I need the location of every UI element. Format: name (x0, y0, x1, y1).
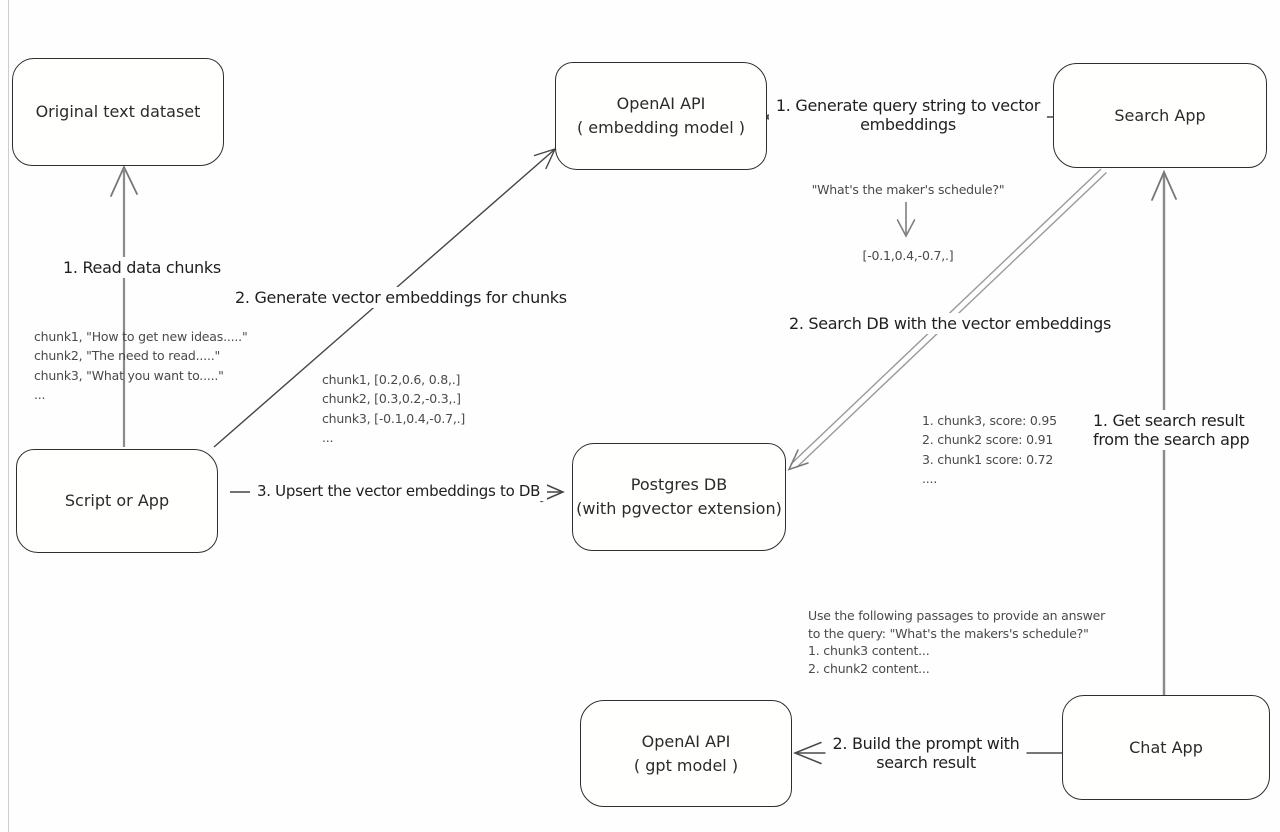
annotation-query-string: "What's the maker's schedule?" (811, 182, 1005, 197)
arrow-upsert-head (540, 481, 565, 503)
node-label: Original text dataset (35, 102, 201, 121)
edge-label-build-prompt: 2. Build the prompt with search result (825, 733, 1027, 773)
annotation-line: Use the following passages to provide an… (808, 608, 1106, 623)
node-script-or-app: Script or App (16, 449, 218, 553)
edge-label-build-prompt-line2: search result (876, 753, 976, 772)
edge-label-query-string: 1. Generate query string to vector embed… (768, 95, 1048, 135)
edge-label-get-result: 1. Get search result from the search app (1086, 410, 1257, 450)
node-label-line2: ( embedding model ) (576, 118, 746, 137)
arrow-search-db-head (787, 449, 809, 471)
arrow-get-result-head (1151, 169, 1177, 201)
edge-label-read-chunks: 1. Read data chunks (56, 257, 228, 278)
annotation-line: 2. chunk2 score: 0.91 (922, 432, 1054, 448)
node-openai-api-embedding: OpenAI API ( embedding model ) (555, 62, 767, 170)
annotation-line: 1. chunk3, score: 0.95 (922, 413, 1057, 428)
edge-label-build-prompt-line1: 2. Build the prompt with (832, 734, 1020, 753)
annotation-line: chunk2, "The need to read....." (34, 348, 221, 364)
node-label-line1: Postgres DB (630, 475, 728, 494)
node-label: Script or App (64, 491, 170, 510)
annotation-line: chunk1, "How to get new ideas....." (34, 329, 248, 344)
edge-label-generate-embeddings: 2. Generate vector embeddings for chunks (228, 287, 574, 308)
annotation-line: ... (34, 387, 46, 403)
page-edge-line (8, 0, 9, 832)
node-chat-app: Chat App (1062, 695, 1270, 800)
node-postgres-db: Postgres DB (with pgvector extension) (572, 443, 786, 551)
edge-label-query-line1: 1. Generate query string to vector (775, 96, 1041, 115)
annotation-line: chunk2, [0.3,0.2,-0.3,.] (322, 391, 461, 407)
annotation-line: 1. chunk3 content... (808, 643, 930, 658)
annotation-prompt-text: Use the following passages to provide an… (808, 607, 1105, 677)
annotation-line: to the query: "What's the makers's sched… (808, 625, 1089, 641)
annotation-line: chunk3, [-0.1,0.4,-0.7,.] (322, 410, 466, 426)
edge-label-get-result-line1: 1. Get search result (1093, 411, 1245, 430)
annotation-chunk-texts: chunk1, "How to get new ideas....." chun… (34, 327, 248, 405)
edge-label-upsert: 3. Upsert the vector embeddings to DB (250, 481, 548, 501)
annotation-line: .... (922, 471, 938, 487)
arrow-build-prompt-head (792, 741, 822, 765)
node-openai-api-gpt: OpenAI API ( gpt model ) (580, 700, 792, 807)
arrow-query-to-vector-head (896, 219, 916, 238)
annotation-line: ... (322, 430, 334, 446)
node-label-line1: OpenAI API (616, 94, 706, 113)
annotation-line: 2. chunk2 content... (808, 660, 930, 676)
node-label: Search App (1114, 105, 1206, 125)
node-label-line2: ( gpt model ) (633, 755, 739, 775)
annotation-line: chunk1, [0.2,0.6, 0.8,.] (322, 372, 461, 387)
edge-label-query-line2: embeddings (860, 115, 956, 134)
annotation-line: 3. chunk1 score: 0.72 (922, 451, 1054, 467)
edge-label-get-result-line2: from the search app (1093, 430, 1250, 449)
node-search-app: Search App (1053, 63, 1267, 168)
node-label-line1: OpenAI API (641, 731, 731, 751)
arrow-read-chunks-head (110, 164, 138, 197)
node-label: Chat App (1129, 737, 1203, 757)
annotation-line: chunk3, "What you want to....." (34, 367, 224, 383)
annotation-query-vector: [-0.1,0.4,-0.7,.] (862, 248, 954, 263)
annotation-chunk-vectors: chunk1, [0.2,0.6, 0.8,.] chunk2, [0.3,0.… (322, 370, 465, 448)
annotation-search-scores: 1. chunk3, score: 0.95 2. chunk2 score: … (922, 411, 1057, 489)
node-label-line2: (with pgvector extension) (576, 499, 782, 518)
edge-label-search-db: 2. Search DB with the vector embeddings (781, 313, 1119, 334)
node-original-text-dataset: Original text dataset (12, 58, 224, 166)
